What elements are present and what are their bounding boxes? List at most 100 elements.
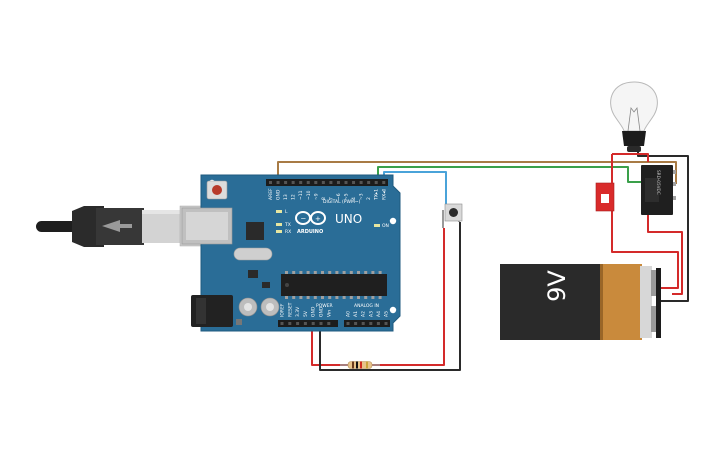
digital-pin-hole[interactable] — [314, 181, 318, 184]
chip-pin — [335, 296, 339, 299]
arduino-logo: − + — [295, 211, 326, 225]
analog-pin-hole[interactable] — [376, 322, 380, 325]
led-tx — [276, 223, 282, 226]
analog-header[interactable] — [344, 320, 390, 327]
chip-pin — [357, 296, 360, 299]
chip-pin — [349, 296, 353, 299]
relay[interactable]: SRD-05VDC — [641, 165, 676, 215]
light-bulb[interactable] — [610, 81, 658, 152]
chip-pin — [349, 271, 353, 274]
push-button[interactable] — [442, 203, 463, 228]
chip-pin — [378, 271, 382, 274]
chip-pin — [306, 271, 310, 274]
digital-pin-label: 7 — [328, 197, 334, 200]
analog-pin-hole[interactable] — [361, 322, 365, 325]
digital-header-label: DIGITAL (PWM~) — [323, 199, 361, 205]
digital-header[interactable] — [266, 179, 388, 186]
power-pin-hole[interactable] — [327, 322, 331, 325]
power-header[interactable] — [278, 320, 338, 327]
digital-pin-hole[interactable] — [321, 181, 325, 184]
digital-pin-hole[interactable] — [269, 181, 272, 184]
digital-pin-hole[interactable] — [284, 181, 288, 184]
digital-pin-label: ~6 — [336, 193, 342, 200]
led-rx-label: RX — [285, 229, 291, 235]
wire-black-gnd — [319, 222, 461, 371]
digital-pin-hole[interactable] — [374, 181, 378, 184]
power-pin-hole[interactable] — [288, 322, 292, 325]
led-tx-label: TX — [284, 222, 291, 228]
digital-pin-hole[interactable] — [306, 181, 310, 184]
digital-pin-hole[interactable] — [359, 181, 363, 184]
digital-pin-label: GND — [276, 189, 282, 200]
resistor[interactable] — [340, 361, 380, 369]
power-pin-hole[interactable] — [311, 322, 315, 325]
crystal — [233, 247, 273, 261]
digital-pin-label: RX◂0 — [381, 189, 387, 200]
chip-pin — [371, 296, 375, 299]
chip-pin — [299, 296, 303, 299]
power-pin-label: 3.3V — [295, 306, 301, 317]
chip-pin — [328, 271, 332, 274]
battery-label: 9V — [543, 270, 571, 302]
power-pin-label: Vin — [326, 310, 332, 317]
power-pin-hole[interactable] — [280, 322, 284, 325]
digital-pin-hole[interactable] — [352, 181, 356, 184]
analog-pin-label: A5 — [384, 311, 390, 317]
chip-pin — [313, 271, 317, 274]
power-pin-hole[interactable] — [296, 322, 300, 325]
digital-pin-label: ~10 — [306, 190, 312, 200]
usb-icon — [102, 220, 132, 232]
svg-text:−: − — [301, 215, 307, 223]
digital-pin-hole[interactable] — [291, 181, 295, 184]
chip-pin — [306, 296, 310, 299]
analog-pin-hole[interactable] — [384, 322, 388, 325]
chip-pin — [342, 271, 346, 274]
digital-pin-label: ~3 — [359, 193, 365, 200]
digital-pin-hole[interactable] — [336, 181, 340, 184]
power-pin-hole[interactable] — [319, 322, 323, 325]
board-brand: UNO — [335, 212, 362, 226]
chip-pin — [335, 271, 339, 274]
analog-pin-label: A1 — [353, 311, 359, 317]
battery-9v[interactable]: 9V — [500, 264, 661, 340]
chip-pin — [378, 296, 382, 299]
svg-text:+: + — [315, 215, 321, 223]
microcontroller-chip — [281, 274, 387, 296]
digital-pin-hole[interactable] — [382, 181, 386, 184]
analog-pin-label: A4 — [376, 311, 382, 317]
chip-pin — [321, 271, 324, 274]
digital-pin-label: ~9 — [313, 193, 319, 200]
digital-pin-hole[interactable] — [329, 181, 333, 184]
led-on-label: ON — [382, 223, 389, 229]
wire-red-relay-out — [647, 214, 683, 295]
chip-pin — [357, 271, 360, 274]
analog-pin-hole[interactable] — [354, 322, 358, 325]
digital-pin-hole[interactable] — [299, 181, 303, 184]
power-pin-hole[interactable] — [303, 322, 307, 325]
analog-header-label: ANALOG IN — [354, 303, 379, 309]
digital-pin-hole[interactable] — [276, 181, 280, 184]
chip-pins-bottom — [285, 296, 382, 299]
analog-pin-label: A3 — [368, 311, 374, 317]
analog-pin-label: A2 — [361, 311, 367, 317]
digital-pin-label: ~5 — [344, 193, 350, 200]
analog-pin-hole[interactable] — [369, 322, 373, 325]
chip-pin — [292, 271, 296, 274]
chip-pin — [342, 296, 346, 299]
digital-pin-label: 12 — [291, 194, 297, 200]
digital-pin-hole[interactable] — [367, 181, 371, 184]
board-maker: ARDUINO — [297, 229, 323, 235]
led-l-label: L — [285, 209, 288, 215]
digital-pin-hole[interactable] — [344, 181, 348, 184]
digital-pin-label: 4 — [351, 197, 357, 200]
analog-pin-hole[interactable] — [346, 322, 350, 325]
chip-pin — [299, 271, 303, 274]
chip-pin — [321, 296, 324, 299]
usb-chip — [246, 222, 264, 240]
slide-switch[interactable] — [595, 154, 615, 212]
power-pin-label: 5V — [303, 310, 309, 317]
